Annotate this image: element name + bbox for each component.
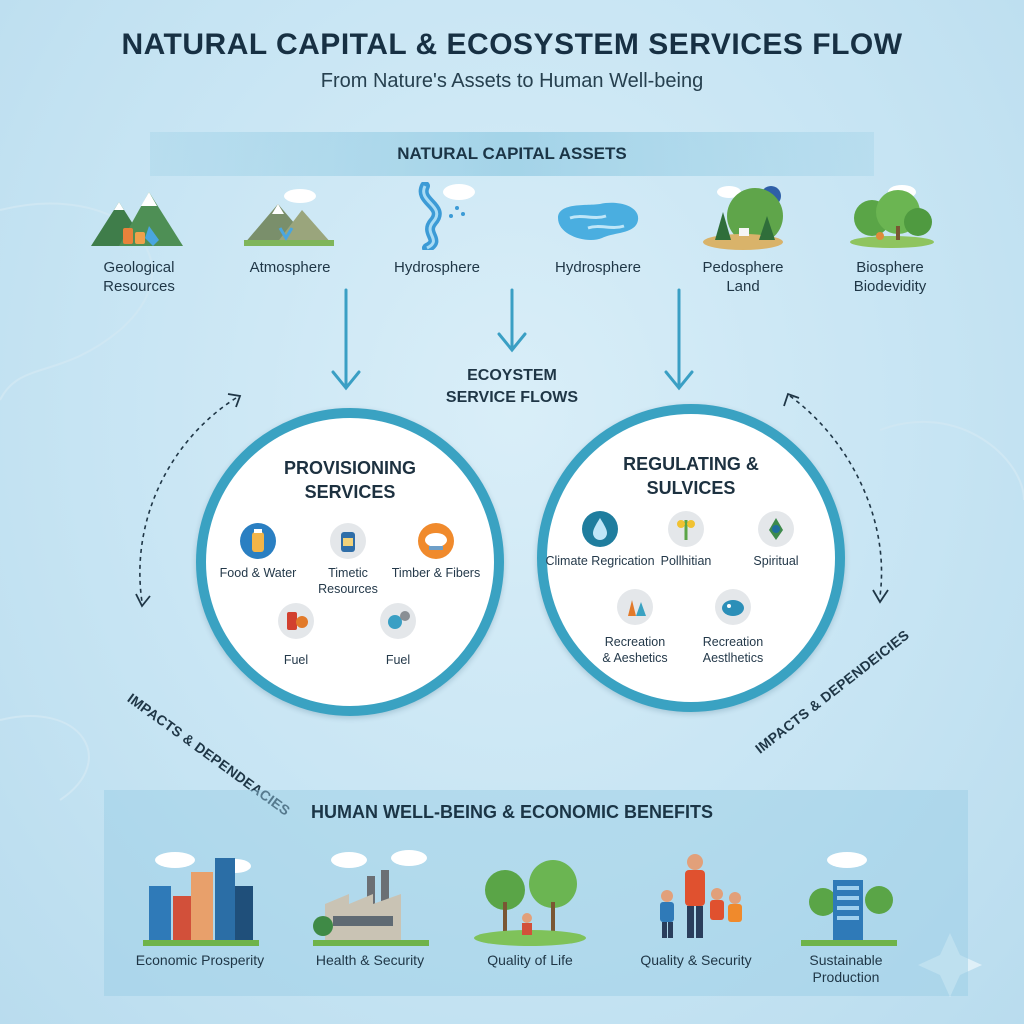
lake-icon [558,202,639,240]
service-label: Timber & Fibers [391,566,481,580]
forest-land-icon [703,186,783,250]
benefits-title: HUMAN WELL-BEING & ECONOMIC BENEFITS [311,802,713,822]
benefit-sustainable-production[interactable]: Sustainable Production [766,846,926,986]
regulating-title: REGULATING & SULVICES [623,454,759,498]
impacts-right-arc [789,395,883,597]
recreation-landscape-icon [715,589,751,625]
benefit-label: Quality & Security [640,952,752,968]
asset-label: Hydrosphere [555,259,641,276]
asset-label: Hydrosphere [394,259,480,276]
service-timetic[interactable]: Timetic Resources [288,522,408,597]
asset-biosphere[interactable]: Biosphere Biodevidity [815,182,965,296]
asset-label: Biosphere Biodevidity [853,259,927,295]
city-buildings-icon [143,852,259,946]
benefit-health-security[interactable]: Health & Security [290,846,450,969]
medicine-jar-icon [330,523,366,559]
mountain-minerals-icon [91,192,183,246]
benefit-label: Quality of Life [487,952,573,968]
benefit-quality-of-life[interactable]: Quality of Life [450,846,610,969]
arrow-head [872,589,889,604]
family-icon [660,854,742,938]
service-label: Timetic Resources [318,566,378,596]
asset-hydrosphere-lake[interactable]: Hydrosphere [523,188,673,277]
arrow-head [135,593,151,608]
service-recreation-2[interactable]: Recreation Aestlhetics [673,588,793,666]
arrow-head [664,370,694,391]
service-label: Spiritual [753,554,799,568]
regulating-circle[interactable] [537,404,845,712]
service-label: Fuel [385,653,411,667]
arrow-head [227,393,242,408]
asset-atmosphere[interactable]: Atmosphere [215,188,365,277]
page-subtitle: From Nature's Assets to Human Well-being [320,70,704,92]
asset-label: Atmosphere [249,259,331,276]
service-recreation-1[interactable]: Recreation & Aeshetics [575,588,695,666]
cotton-fiber-icon [418,523,454,559]
recreation-trees-icon [617,589,653,625]
service-climate[interactable]: Climate Regrication [535,510,665,569]
service-label: Pollhitian [660,554,712,568]
pollination-plant-icon [668,511,704,547]
assets-band [150,132,874,176]
climate-droplet-icon [582,511,618,547]
spiritual-plant-icon [758,511,794,547]
factory-icon [313,850,429,946]
benefit-label: Economic Prosperity [135,952,265,968]
park-people-icon [474,860,586,946]
page-title: NATURAL CAPITAL & ECOSYSTEM SERVICES FLO… [121,28,903,61]
asset-pedosphere[interactable]: Pedosphere Land [668,182,818,296]
service-timber-fibers[interactable]: Timber & Fibers [376,522,496,581]
service-label: Climate Regrication [545,554,655,568]
river-rain-icon [418,182,475,250]
provisioning-circle[interactable] [196,408,504,716]
service-pollination[interactable]: Pollhitian [626,510,746,569]
service-fuel-1[interactable]: Fuel [236,602,356,668]
asset-geological[interactable]: Geological Resources [64,188,214,296]
arrow-head [497,332,527,353]
mountain-atmosphere-icon [244,189,334,246]
service-label: Recreation Aestlhetics [702,635,764,665]
arrow-head [783,392,800,407]
service-label: Fuel [283,653,309,667]
benefit-quality-security[interactable]: Quality & Security [616,846,776,969]
service-food-water[interactable]: Food & Water [198,522,318,581]
flows-label: ECOYSTEM SERVICE FLOWS [445,367,579,406]
service-fuel-2[interactable]: Fuel [338,602,458,668]
service-label: Recreation & Aeshetics [602,635,668,665]
service-spiritual[interactable]: Spiritual [716,510,836,569]
benefit-label: Health & Security [315,952,425,968]
benefit-label: Sustainable Production [809,952,883,985]
water-bottle-icon [240,523,276,559]
asset-label: Pedosphere Land [702,259,784,295]
fuel-gear-icon [380,603,416,639]
asset-label: Geological Resources [103,259,175,295]
provisioning-title: PROVISIONING SERVICES [283,458,417,502]
arrow-head [331,370,361,391]
benefit-economic-prosperity[interactable]: Economic Prosperity [120,846,280,969]
asset-hydrosphere-river[interactable]: Hydrosphere [362,182,512,277]
assets-title: NATURAL CAPITAL ASSETS [397,144,627,163]
fuel-can-icon [278,603,314,639]
forest-biodiversity-icon [850,185,934,248]
service-label: Food & Water [219,566,297,580]
green-building-icon [801,852,897,946]
